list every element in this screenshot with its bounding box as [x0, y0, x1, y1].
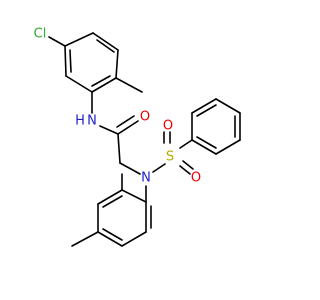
molecule-structure: Cl N H O N S O O: [34, 27, 241, 247]
bond: [97, 189, 123, 205]
bond: [48, 36, 66, 47]
bond: [115, 49, 119, 79]
bond: [115, 77, 143, 93]
bond: [152, 163, 166, 173]
bond: [196, 104, 217, 117]
bond: [102, 195, 123, 208]
atom-label-sulfur: S: [166, 150, 174, 165]
bond: [96, 39, 115, 53]
bonds: [48, 32, 241, 247]
bond: [116, 115, 135, 128]
bond: [179, 139, 193, 149]
bond: [191, 139, 217, 155]
bond: [119, 162, 141, 175]
bond: [91, 75, 111, 87]
bond: [65, 75, 93, 93]
bond: [196, 136, 217, 149]
bond: [182, 160, 194, 170]
bond: [64, 32, 94, 47]
atom-label-sulfonamide-nitrogen: N: [141, 171, 151, 186]
atom-label-carbonyl-oxygen: O: [140, 110, 150, 125]
bond: [117, 120, 139, 135]
bond: [92, 32, 119, 51]
bond: [69, 49, 72, 73]
bond: [64, 45, 67, 77]
atom-label-amide-hydrogen: H: [75, 114, 85, 129]
atom-label-amide-nitrogen: N: [87, 114, 97, 129]
bond: [215, 98, 241, 114]
bond: [191, 98, 217, 114]
atom-labels: Cl N H O N S O O: [34, 27, 201, 186]
bond: [71, 231, 99, 247]
atom-label-sulfonyl-oxygen-bottom: O: [191, 171, 201, 186]
bond: [179, 165, 191, 175]
atom-label-chlorine: Cl: [34, 27, 47, 42]
bond: [117, 133, 121, 164]
bond: [91, 77, 117, 93]
bond: [215, 139, 241, 155]
bond: [102, 228, 123, 241]
bond: [121, 231, 147, 247]
atom-label-sulfonyl-oxygen-top: O: [163, 119, 173, 134]
bond: [97, 231, 123, 247]
bond: [121, 189, 147, 203]
bond: [99, 125, 119, 135]
